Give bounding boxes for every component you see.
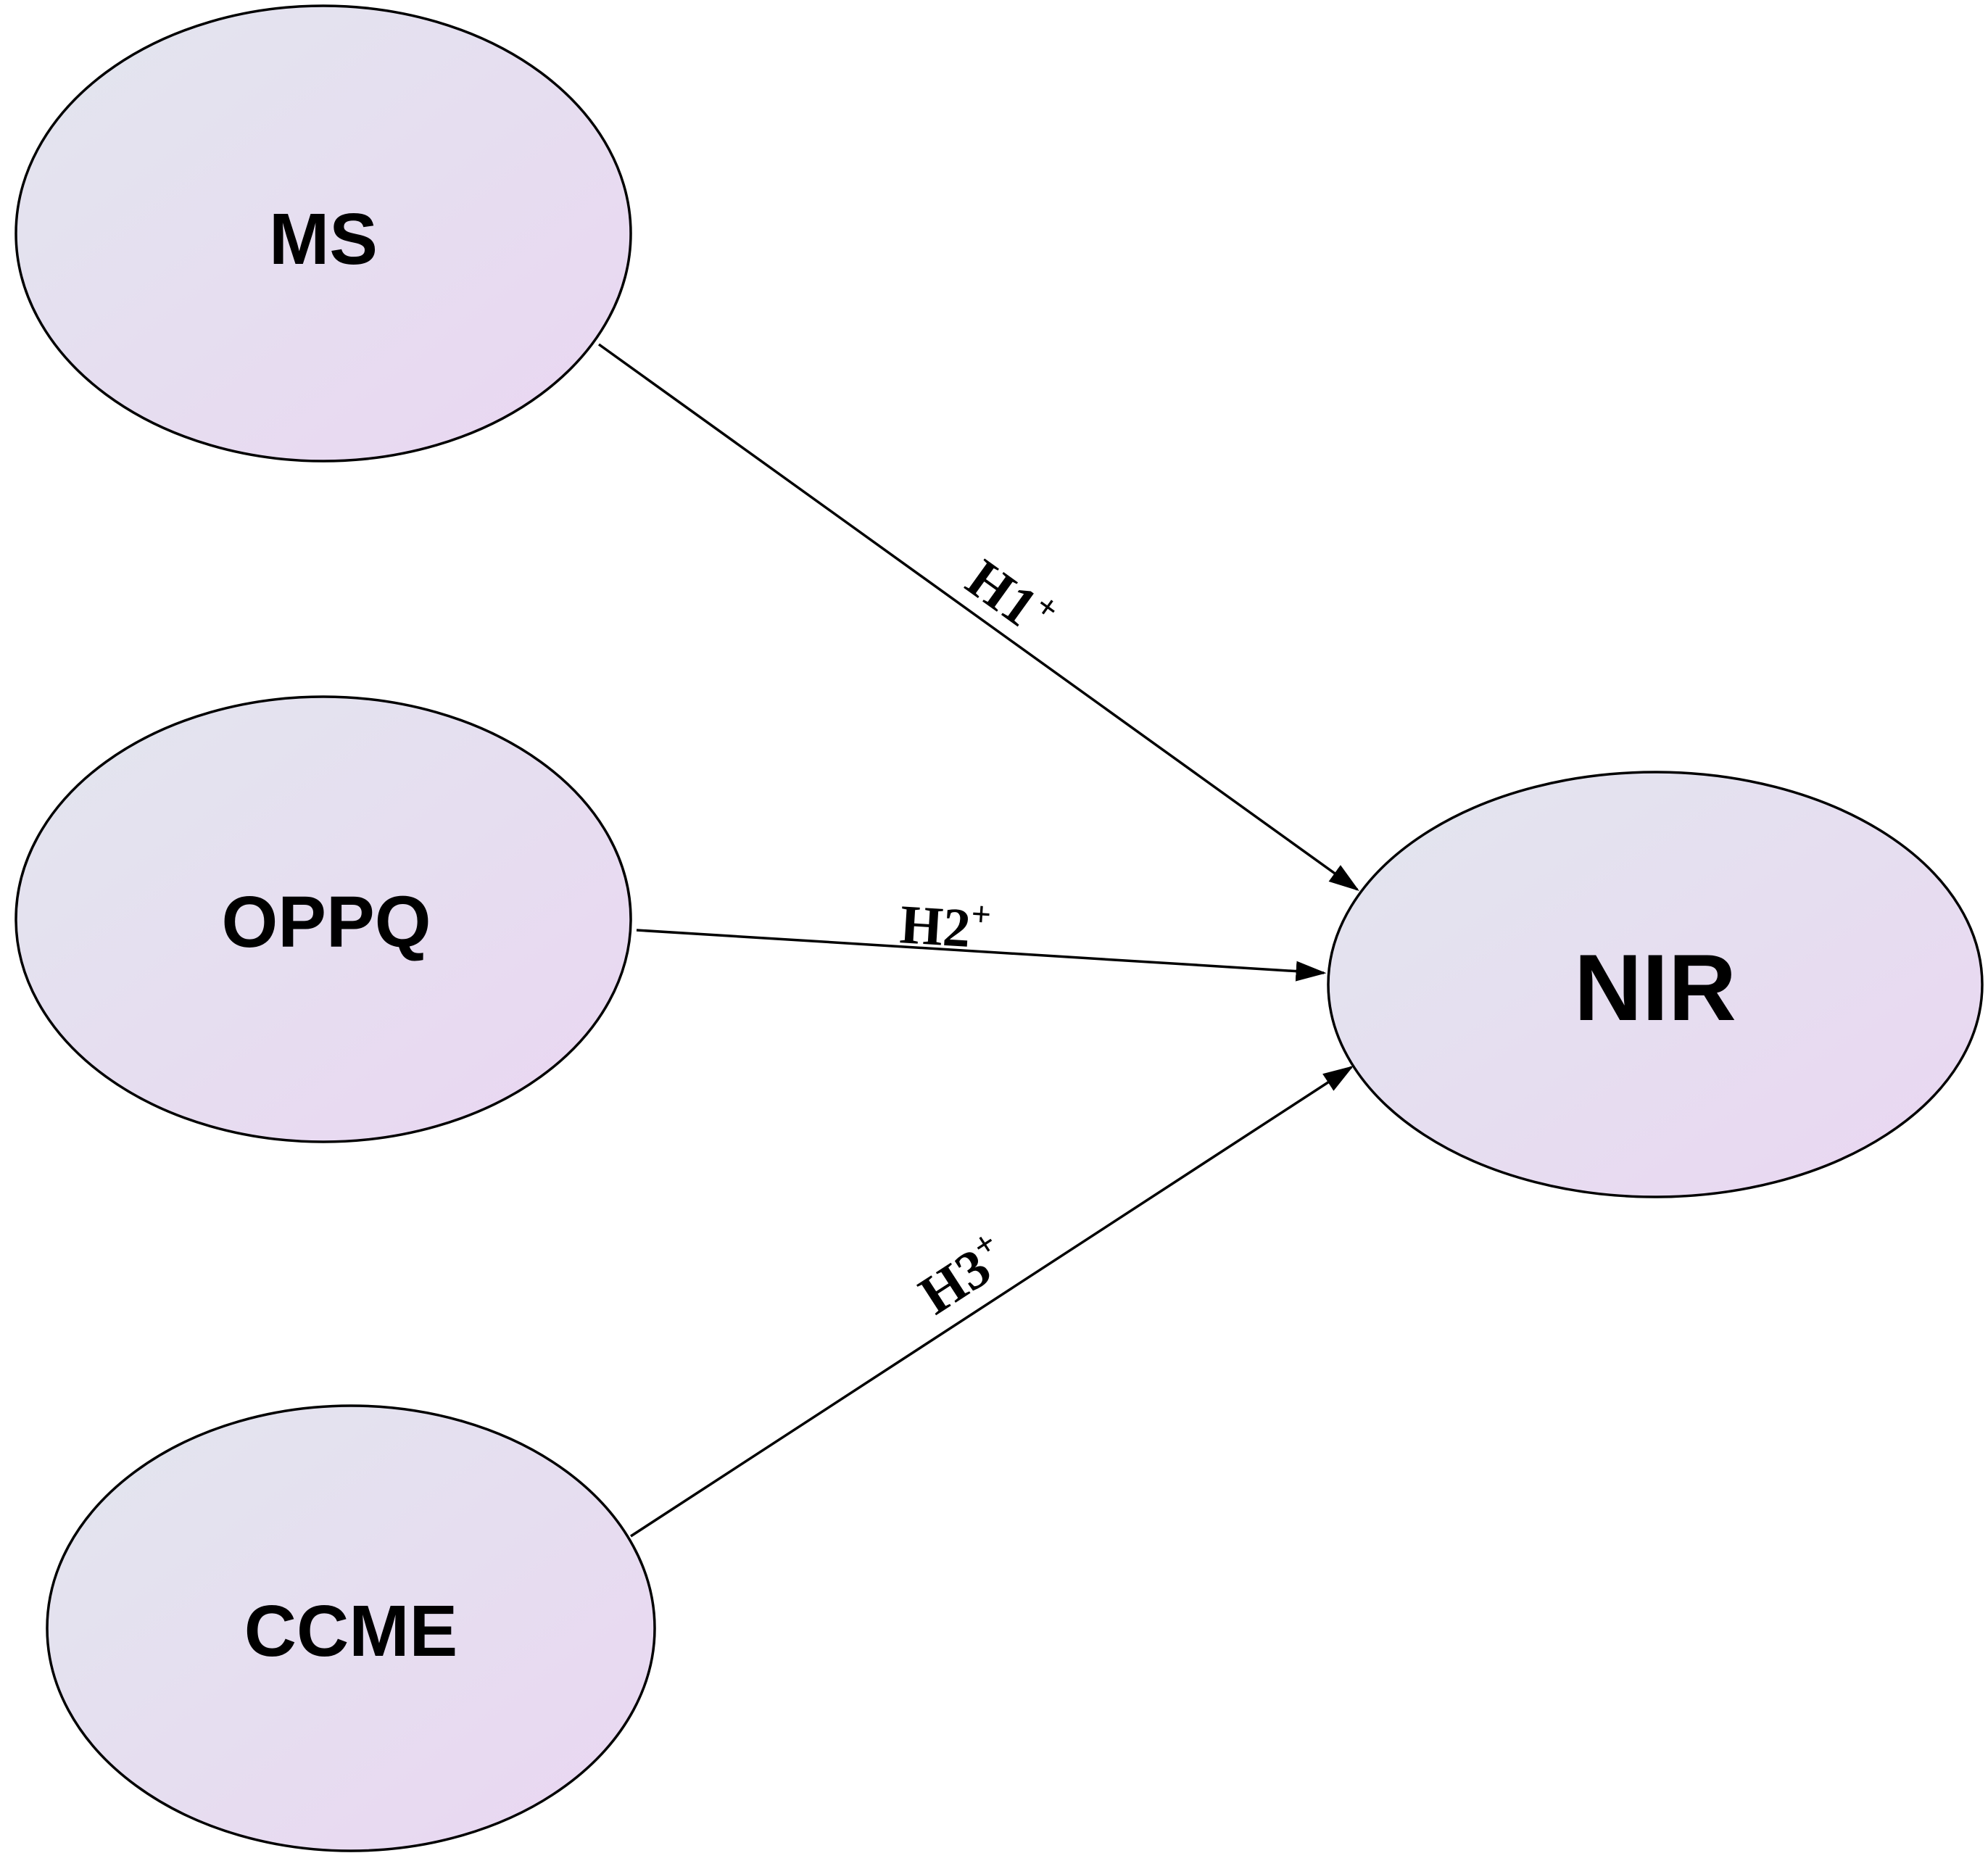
- edge-ccme-nir: [630, 1066, 1354, 1538]
- edge-oppq-nir: [636, 929, 1327, 982]
- node-ccme-label: CCME: [244, 1591, 457, 1672]
- node-ccme: CCME: [46, 1404, 656, 1852]
- node-oppq-label: OPPQ: [222, 882, 431, 963]
- node-ms-label: MS: [269, 199, 378, 280]
- node-nir-label: NIR: [1574, 934, 1736, 1040]
- edge-label-h3: H3+: [907, 1223, 1018, 1326]
- node-nir-ellipse: [1327, 771, 1984, 1198]
- edge-sign-h2: +: [970, 895, 993, 934]
- edges: [597, 343, 1359, 1538]
- node-oppq-ellipse: [15, 695, 632, 1143]
- edge-ms-nir: [597, 343, 1359, 892]
- node-ms-ellipse: [15, 4, 632, 463]
- node-ms: MS: [15, 4, 632, 463]
- edge-label-h2: H2+: [898, 890, 993, 960]
- edge-label-h1: H1+: [956, 545, 1067, 650]
- node-nir: NIR: [1327, 771, 1984, 1198]
- node-ccme-ellipse: [46, 1404, 656, 1852]
- node-oppq: OPPQ: [15, 695, 632, 1143]
